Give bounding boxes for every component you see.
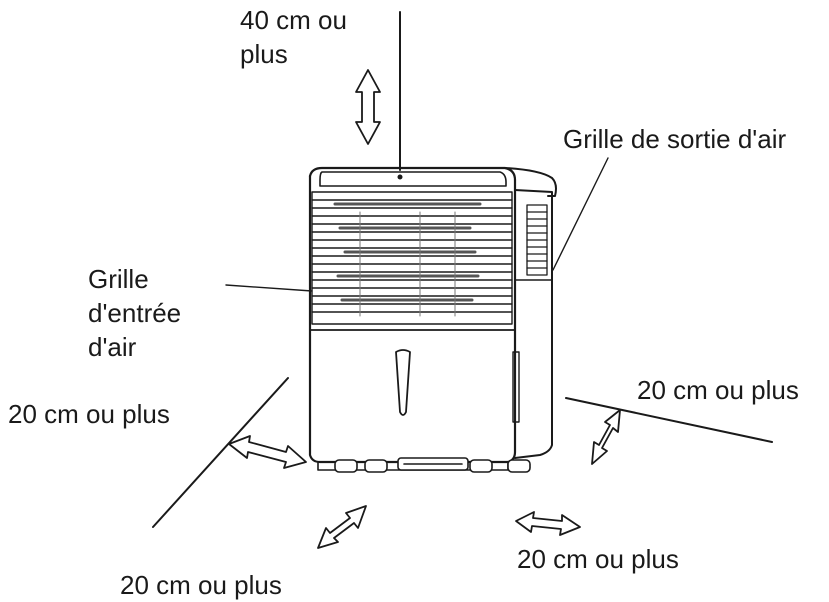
- air-inlet-line-3: d'air: [88, 332, 137, 362]
- right-clearance-label: 20 cm ou plus: [637, 375, 799, 405]
- front-inlet-grille: [311, 191, 513, 325]
- front-right-clearance-label: 20 cm ou plus: [517, 544, 679, 574]
- outlet-leader-line: [552, 157, 609, 271]
- casters: [334, 457, 531, 473]
- front-left-clearance-arrow: [317, 505, 367, 549]
- air-inlet-label: Grille d'entrée d'air: [88, 262, 181, 364]
- front-left-clearance-label: 20 cm ou plus: [120, 570, 282, 600]
- dehumidifier: [308, 166, 557, 473]
- top-clearance-label: 40 cm ou plus: [240, 3, 347, 71]
- top-clearance-arrow: [355, 69, 381, 145]
- left-clearance-arrow: [228, 435, 307, 469]
- right-wall-line: [565, 397, 773, 443]
- inlet-leader-line: [225, 284, 313, 292]
- top-clearance-line-2: plus: [240, 39, 288, 69]
- top-clearance-line-1: 40 cm ou: [240, 5, 347, 35]
- left-wall-line: [152, 377, 289, 528]
- left-clearance-label: 20 cm ou plus: [8, 399, 170, 429]
- air-inlet-line-1: Grille: [88, 264, 149, 294]
- right-clearance-arrow: [591, 409, 621, 465]
- air-inlet-line-2: d'entrée: [88, 298, 182, 328]
- air-outlet-label: Grille de sortie d'air: [563, 124, 787, 154]
- side-outlet-grille: [526, 204, 548, 276]
- front-right-clearance-arrow: [515, 511, 581, 536]
